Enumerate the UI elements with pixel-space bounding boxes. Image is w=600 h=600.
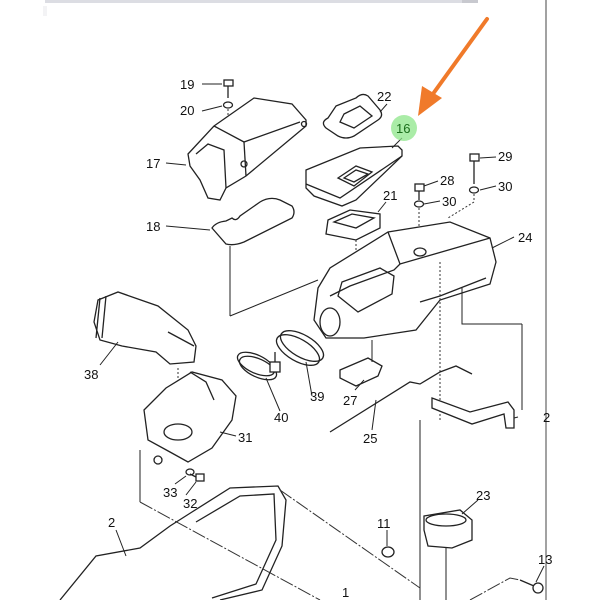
part-25-rod[interactable] [329,365,473,433]
part-40-clamp[interactable] [234,347,281,384]
callout-22[interactable]: 22 [377,89,391,104]
callout-32[interactable]: 32 [183,496,197,511]
part-38-duct[interactable] [93,291,197,365]
callout-25[interactable]: 25 [363,431,377,446]
part-33-washer[interactable] [185,468,195,476]
callout-2[interactable]: 2 [108,515,115,530]
callout-13[interactable]: 13 [538,552,552,567]
callout-21[interactable]: 21 [383,188,397,203]
part-30-washer[interactable] [413,200,425,208]
part-22-seal[interactable] [322,93,383,139]
part-20-washer[interactable] [222,101,234,109]
callout-30-a[interactable]: 30 [442,194,456,209]
part-32-screw[interactable] [189,473,205,482]
part-16-filter-element[interactable] [305,145,403,207]
part-2-hose[interactable] [431,397,515,429]
callout-40[interactable]: 40 [274,410,288,425]
callout-11[interactable]: 11 [377,516,391,531]
part-30-washer-2[interactable] [468,186,480,194]
part-23-boot[interactable] [423,509,473,600]
pointer-arrow-icon [418,17,489,116]
part-19-bolt[interactable] [223,79,234,98]
callout-31[interactable]: 31 [238,430,252,445]
callout-38[interactable]: 38 [84,367,98,382]
part-29-bolt[interactable] [469,153,480,184]
part-28-bolt[interactable] [414,183,425,200]
callout-18[interactable]: 18 [146,219,160,234]
callout-24[interactable]: 24 [518,230,532,245]
callout-20[interactable]: 20 [180,103,194,118]
part-11-dowel[interactable] [381,546,395,558]
window-top-scrollbar[interactable] [45,0,478,3]
callout-19[interactable]: 19 [180,77,194,92]
callout-16[interactable]: 16 [396,121,410,136]
part-13-bolt[interactable] [519,579,544,594]
part-39-seal[interactable] [272,324,329,371]
callout-17[interactable]: 17 [146,156,160,171]
leader-lines [99,83,545,583]
callout-39[interactable]: 39 [310,389,324,404]
callout-30-b[interactable]: 30 [498,179,512,194]
callout-28[interactable]: 28 [440,173,454,188]
part-24-case[interactable] [313,221,497,420]
part-33-grommet[interactable] [153,455,163,465]
part-2-gasket[interactable] [59,485,287,600]
part-17-cover[interactable] [187,97,308,201]
edge-shadow [43,6,47,16]
callout-1[interactable]: 1 [342,585,349,600]
highlight-marker [391,115,417,141]
part-31-joint[interactable] [143,371,237,463]
callout-27[interactable]: 27 [343,393,357,408]
part-27-gasket[interactable] [339,357,383,387]
part-18-gasket[interactable] [211,197,295,246]
callout-23[interactable]: 23 [476,488,490,503]
callout-2-hose[interactable]: 2 [543,410,550,425]
scrollbar-thumb[interactable] [462,0,478,3]
callout-33[interactable]: 33 [163,485,177,500]
callout-29[interactable]: 29 [498,149,512,164]
